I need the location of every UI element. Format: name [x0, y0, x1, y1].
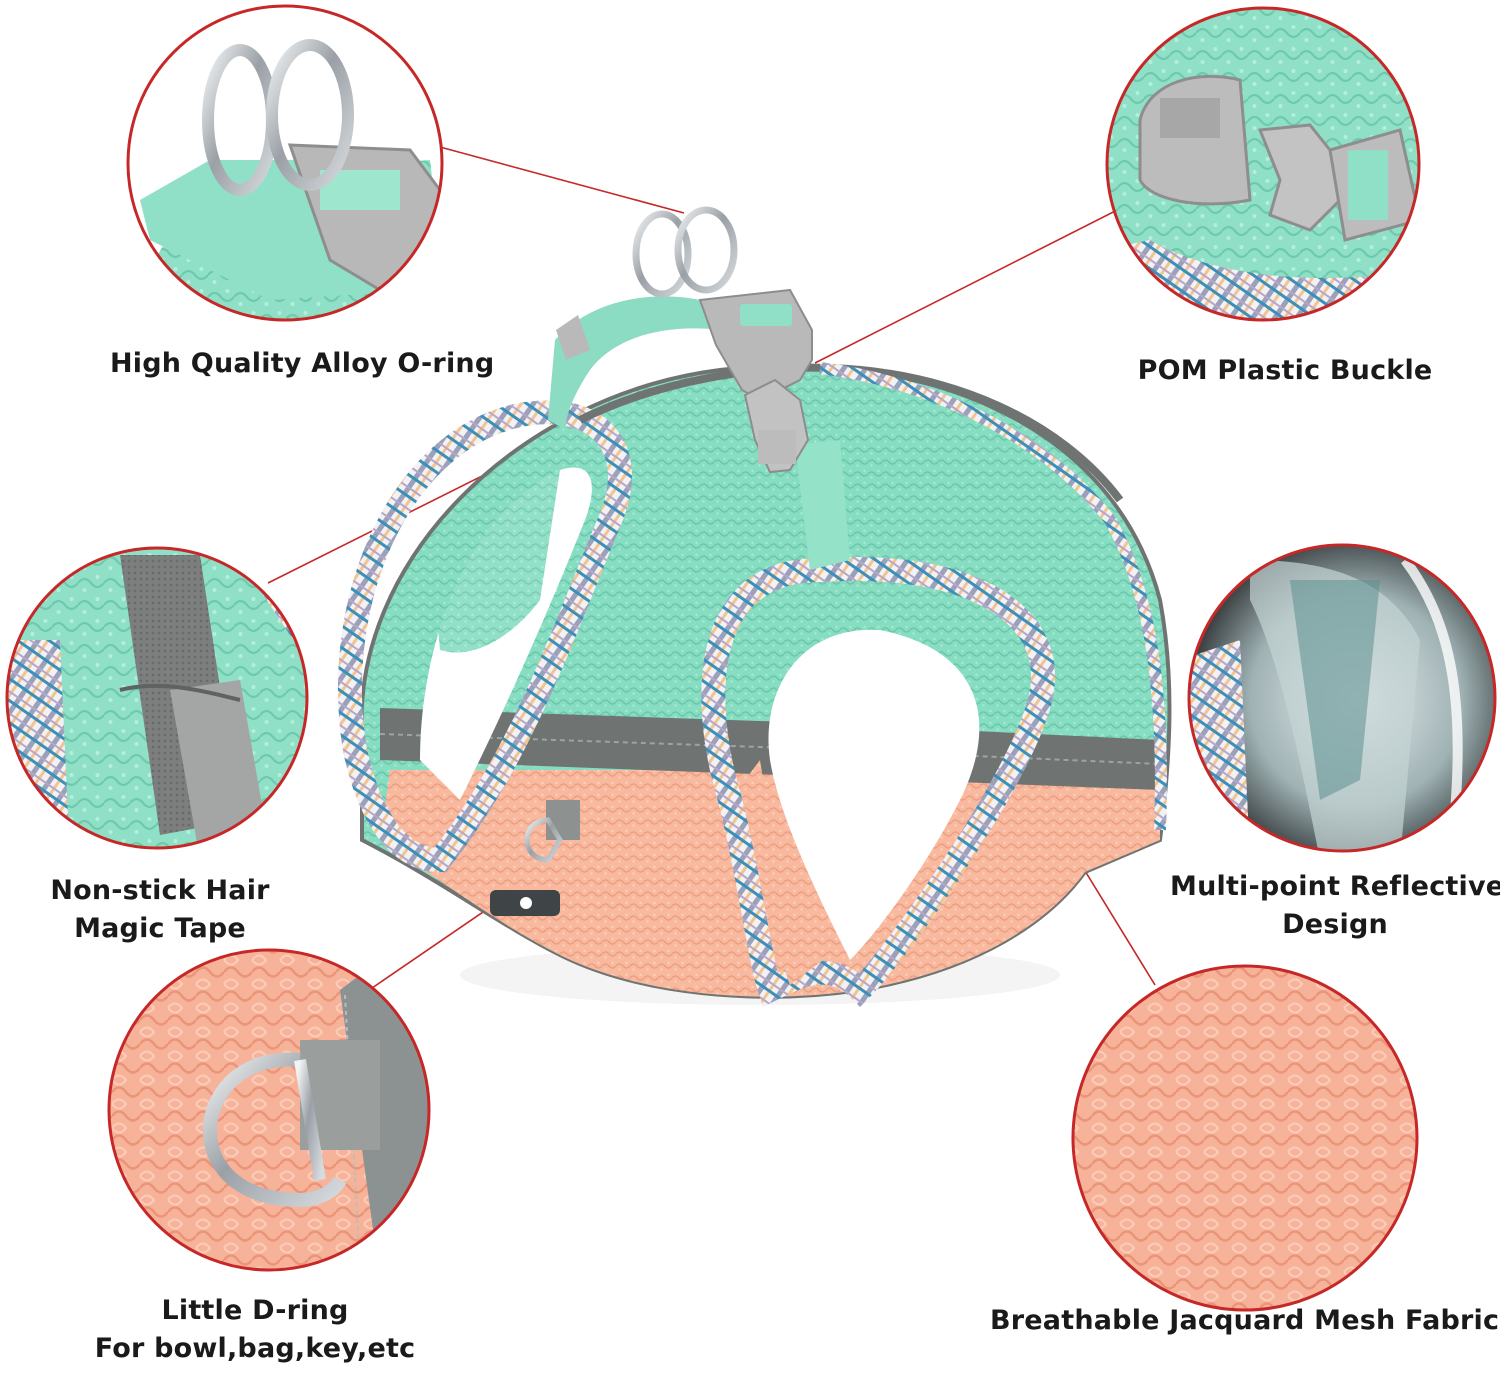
d-ring-label-line1: Little D-ring: [161, 1295, 349, 1326]
harness-o-rings: [632, 206, 738, 298]
mesh-fabric-closeup: [1071, 964, 1419, 1312]
leader-line-buckle: [814, 199, 1138, 364]
leader-line-oring: [439, 146, 685, 214]
harness-d-ring: [524, 800, 580, 863]
o-ring-label-text: High Quality Alloy O-ring: [110, 348, 495, 379]
reflective-label: Multi-point Reflective Design: [1170, 868, 1500, 944]
buckle-closeup: [1105, 6, 1421, 322]
magic-tape-closeup: [5, 546, 309, 850]
magic-tape-label-line2: Magic Tape: [74, 913, 246, 944]
reflective-label-line2: Design: [1282, 909, 1388, 940]
leader-line-mesh: [1081, 865, 1156, 986]
harness-product-image: [337, 206, 1172, 1007]
d-ring-closeup: [107, 948, 431, 1272]
harness-buckle: [698, 288, 813, 474]
d-ring-label: Little D-ring For bowl,bag,key,etc: [80, 1292, 430, 1368]
buckle-label-text: POM Plastic Buckle: [1137, 355, 1433, 386]
o-ring-closeup: [126, 4, 444, 322]
d-ring-label-line2: For bowl,bag,key,etc: [94, 1333, 416, 1364]
buckle-label: POM Plastic Buckle: [1130, 352, 1440, 390]
reflective-label-line1: Multi-point Reflective: [1170, 871, 1500, 902]
magic-tape-label: Non-stick Hair Magic Tape: [30, 872, 290, 948]
mesh-fabric-label: Breathable Jacquard Mesh Fabric: [990, 1302, 1500, 1340]
o-ring-label: High Quality Alloy O-ring: [110, 345, 495, 383]
reflective-strip-closeup: [1187, 543, 1497, 853]
mesh-fabric-label-text: Breathable Jacquard Mesh Fabric: [990, 1305, 1500, 1336]
magic-tape-label-line1: Non-stick Hair: [50, 875, 270, 906]
